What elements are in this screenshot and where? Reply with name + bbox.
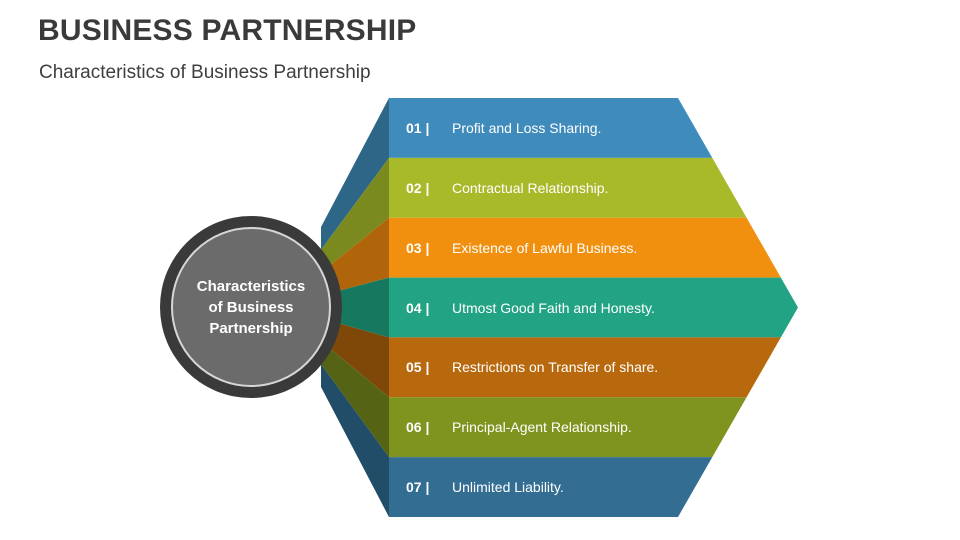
hub-label-line: of Business: [208, 299, 294, 316]
row-item: 03 | Existence of Lawful Business.: [406, 219, 637, 277]
row-wedge: [321, 341, 389, 458]
row-number: 04 |: [406, 299, 430, 316]
row-item: 05 | Restrictions on Transfer of share.: [406, 338, 658, 396]
row-number: 02 |: [406, 179, 430, 196]
row-item: 06 | Principal-Agent Relationship.: [406, 398, 632, 456]
row-number: 07 |: [406, 479, 430, 496]
row-band: [389, 277, 798, 338]
row-wedge: [321, 318, 389, 398]
row-wedge: [321, 98, 389, 250]
row-text: Profit and Loss Sharing.: [452, 119, 602, 136]
row-text: Existence of Lawful Business.: [452, 239, 638, 256]
row-text: Contractual Relationship.: [452, 179, 609, 196]
row-text: Utmost Good Faith and Honesty.: [452, 299, 655, 316]
row-number: 06 |: [406, 419, 430, 436]
hub-label-line: Characteristics: [196, 278, 306, 295]
row-wedge: [321, 157, 389, 273]
row-band: [389, 217, 781, 278]
row-text: Restrictions on Transfer of share.: [452, 359, 659, 376]
hub-circle: [160, 216, 342, 398]
row-band: [389, 397, 747, 458]
left-side-wedges: [321, 98, 389, 517]
row-band: [389, 98, 713, 158]
hub-label-line: Partnership: [209, 320, 293, 337]
row-bands: [389, 98, 798, 517]
row-wedge: [321, 217, 389, 296]
page-subtitle: Characteristics of Business Partnership: [39, 62, 371, 83]
page-title: BUSINESS PARTNERSHIP: [38, 14, 417, 47]
row-number: 05 |: [406, 359, 430, 376]
row-item: 01 | Profit and Loss Sharing.: [406, 99, 601, 157]
row-number: 03 |: [406, 239, 430, 256]
row-text: Principal-Agent Relationship.: [452, 419, 632, 436]
row-band: [389, 157, 747, 218]
row-number: 01 |: [406, 119, 430, 136]
row-item: 04 | Utmost Good Faith and Honesty.: [406, 279, 655, 337]
row-wedge: [321, 364, 389, 517]
row-text: Unlimited Liability.: [452, 479, 564, 496]
row-band: [389, 337, 781, 398]
row-item: 07 | Unlimited Liability.: [406, 458, 564, 516]
hub-label: Characteristics of Business Partnership: [174, 276, 328, 339]
row-band: [389, 457, 713, 517]
row-item: 02 | Contractual Relationship.: [406, 159, 608, 217]
